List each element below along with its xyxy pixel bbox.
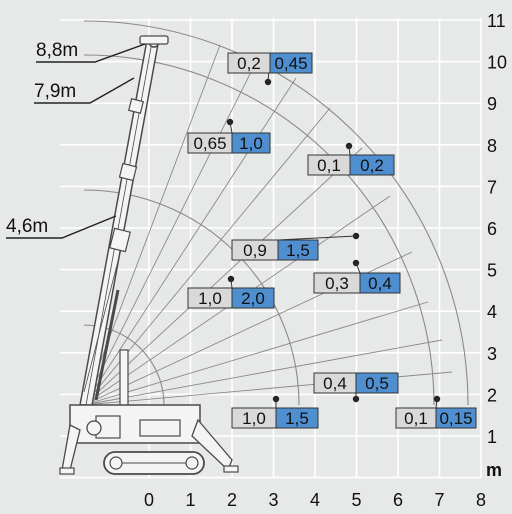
load-value-right: 0,2: [360, 156, 384, 175]
x-tick-label: 0: [144, 490, 154, 510]
load-point-leader: [435, 398, 438, 409]
load-point-leader: [230, 278, 233, 289]
outrigger-left: [61, 424, 81, 471]
y-tick-label: 8: [487, 136, 497, 156]
y-axis-unit: m: [486, 460, 502, 480]
y-tick-label: 2: [487, 385, 497, 405]
load-value-box-right: [277, 239, 319, 261]
load-value-left: 1,0: [198, 289, 222, 308]
boom-8-8-label: 8,8m: [36, 40, 78, 61]
y-tick-label: 3: [487, 344, 497, 364]
load-value-right: 0,4: [368, 274, 392, 293]
y-tick-label: 7: [487, 177, 497, 197]
load-value-left: 0,3: [325, 274, 349, 293]
load-value-left: 1,0: [242, 409, 266, 428]
boom-4-6-label: 4,6m: [6, 216, 48, 237]
load-value-left: 0,65: [193, 134, 226, 153]
y-tick-label: 9: [487, 94, 497, 114]
load-point-lp-8-6: 0,1 0,2: [307, 142, 395, 176]
load-point-lp-10-4: 0,2 0,45: [227, 52, 313, 86]
load-point-lp-4-8: 1,0 2,0: [187, 275, 275, 309]
load-point-lp-1-4: 1,0 1,5: [231, 395, 319, 429]
load-value-left: 0,1: [404, 409, 428, 428]
load-point-lp-2-8: 0,4 0,5: [313, 372, 399, 403]
load-value-left: 0,2: [237, 54, 261, 73]
load-point-lp-1-8: 0,1 0,15: [395, 395, 477, 429]
x-tick-label: 2: [227, 490, 237, 510]
load-value-left: 0,9: [243, 241, 267, 260]
load-point-leader: [229, 121, 233, 134]
load-value-box-right: [355, 372, 399, 394]
load-value-right: 1,5: [285, 409, 309, 428]
load-value-right: 0,5: [365, 374, 389, 393]
load-value-left: 0,4: [323, 374, 347, 393]
load-value-box-right: [231, 132, 271, 154]
load-value-box-right: [269, 52, 313, 74]
crawler-crane-illustration: [59, 35, 239, 475]
boom-length-leaders: [6, 43, 146, 239]
x-tick-label: 6: [393, 490, 403, 510]
y-tick-label: 5: [487, 261, 497, 281]
load-point-lp-5-6: 0,9 1,5: [231, 232, 360, 261]
load-value-box-right: [231, 287, 275, 309]
load-point-leader: [348, 145, 351, 156]
load-value-box-right: [359, 272, 401, 294]
load-value-right: 2,0: [241, 289, 265, 308]
y-tick-label: 6: [487, 219, 497, 239]
x-tick-label: 5: [351, 490, 361, 510]
load-value-right: 0,45: [274, 54, 307, 73]
load-value-right: 0,15: [439, 409, 472, 428]
x-tick-label: 3: [268, 490, 278, 510]
x-tick-label: 1: [185, 490, 195, 510]
y-tick-label: 1: [487, 427, 497, 447]
x-tick-label: 4: [310, 490, 320, 510]
load-point-leader: [355, 262, 361, 274]
load-value-right: 1,5: [286, 241, 310, 260]
x-tick-label: 8: [476, 490, 486, 510]
load-point-lp-8-4: 0,65 1,0: [187, 118, 271, 154]
y-tick-label: 11: [487, 11, 506, 31]
y-tick-label: 4: [487, 302, 497, 322]
load-value-box-right: [349, 154, 395, 176]
load-value-left: 0,1: [317, 156, 341, 175]
load-value-box-right: [275, 407, 319, 429]
load-point-leader: [277, 235, 357, 241]
load-value-right: 1,0: [239, 134, 263, 153]
x-tick-label: 7: [434, 490, 444, 510]
load-value-box-right: [435, 407, 477, 429]
load-point-lp-5-8: 0,3 0,4: [313, 259, 401, 294]
y-tick-label: 10: [487, 53, 507, 73]
boom-7-9-label: 7,9m: [34, 81, 76, 102]
